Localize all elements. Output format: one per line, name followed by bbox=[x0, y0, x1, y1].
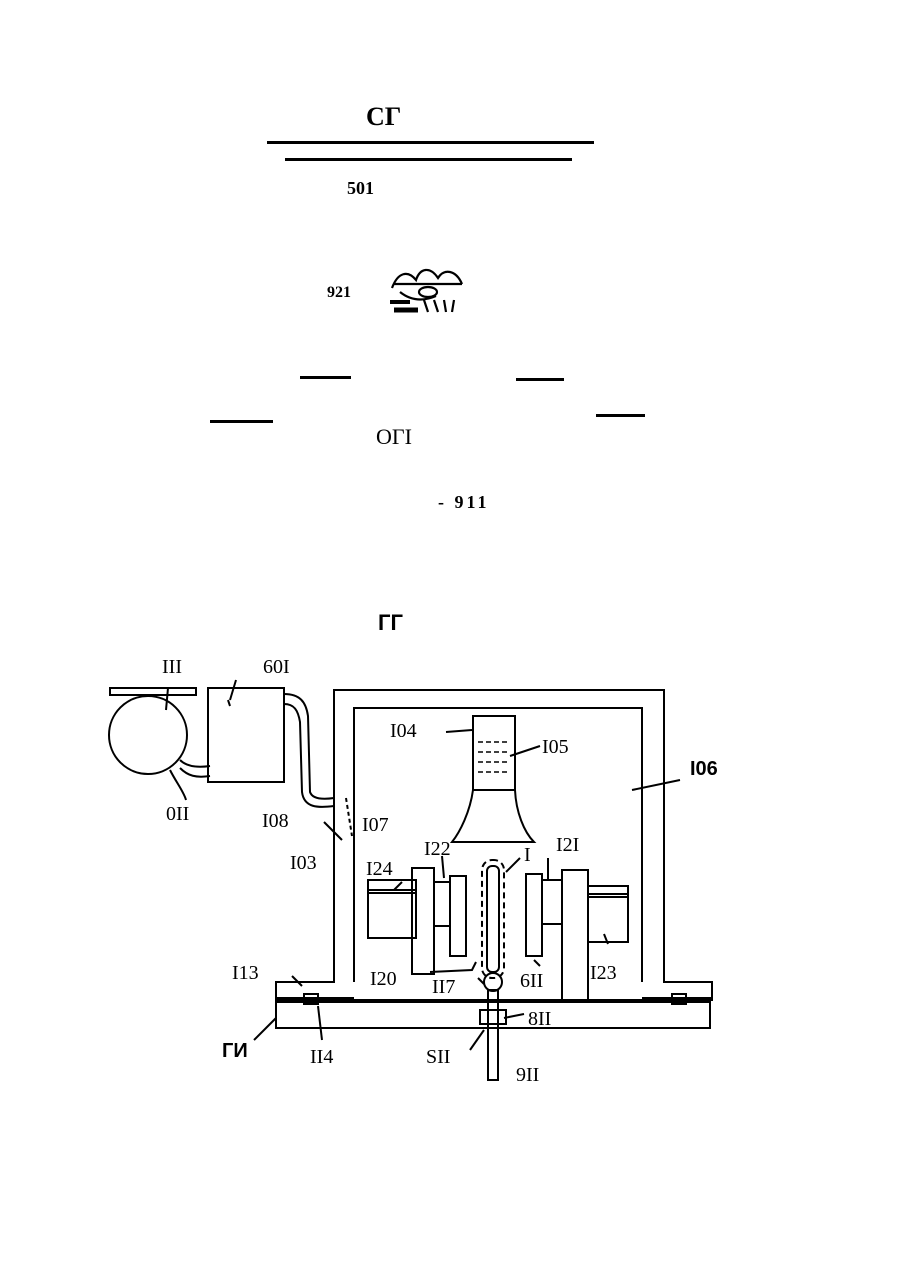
pump-motor bbox=[109, 696, 187, 774]
ref-104: I04 bbox=[390, 720, 417, 743]
ref-106: I06 bbox=[690, 758, 718, 781]
ref-107: I07 bbox=[362, 814, 389, 837]
ref-103: I03 bbox=[290, 852, 317, 875]
ref-111: III bbox=[162, 656, 182, 679]
ref-120: I20 bbox=[370, 968, 397, 991]
ref-105: I05 bbox=[542, 736, 569, 759]
ref-115: SII bbox=[426, 1046, 450, 1069]
ref-119: 6II bbox=[520, 970, 543, 993]
ref-122: I22 bbox=[424, 838, 451, 861]
reservoir bbox=[473, 716, 515, 790]
ref-114: II4 bbox=[310, 1046, 333, 1069]
ref-117: II7 bbox=[432, 976, 455, 999]
ref-118: 8II bbox=[528, 1008, 551, 1031]
housing-outer bbox=[276, 690, 712, 1000]
ref-113: I13 bbox=[232, 962, 259, 985]
ref-116: 9II bbox=[516, 1064, 539, 1087]
ref-121: I2I bbox=[556, 834, 579, 857]
pump-bar bbox=[110, 688, 196, 695]
ref-124: I24 bbox=[366, 858, 393, 881]
ref-109: 60I bbox=[263, 656, 290, 679]
ref-123: I23 bbox=[590, 962, 617, 985]
ref-110: 0II bbox=[166, 803, 189, 826]
ref-1: I bbox=[524, 844, 531, 867]
centre-disc bbox=[482, 860, 504, 978]
corner-label: ГИ bbox=[222, 1040, 248, 1063]
left-motor bbox=[368, 880, 416, 938]
ref-108: I08 bbox=[262, 810, 289, 833]
control-box bbox=[208, 688, 284, 782]
